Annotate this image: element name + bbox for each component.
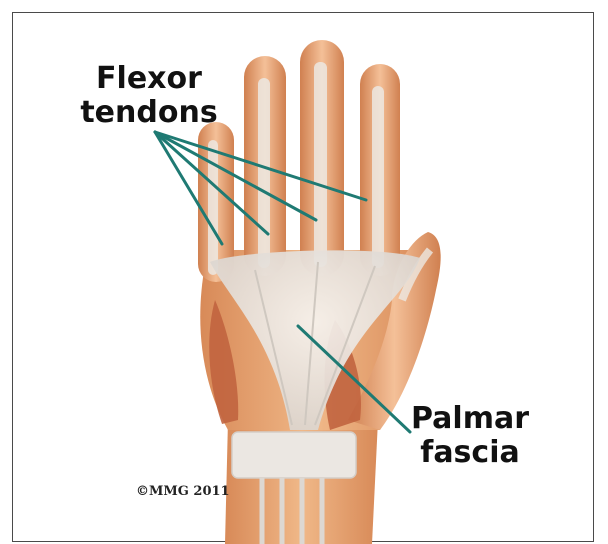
palmar-label-line1: Palmar bbox=[400, 402, 540, 436]
palmar-label-line2: fascia bbox=[400, 436, 540, 470]
index-finger bbox=[360, 64, 400, 276]
middle-finger bbox=[300, 40, 344, 276]
flexor-tendons-label: Flexor tendons bbox=[74, 62, 224, 130]
palmar-fascia-label: Palmar fascia bbox=[400, 402, 540, 470]
copyright-text: ©MMG 2011 bbox=[136, 484, 230, 499]
flexor-label-line1: Flexor bbox=[74, 62, 224, 96]
flexor-label-line2: tendons bbox=[74, 96, 224, 130]
